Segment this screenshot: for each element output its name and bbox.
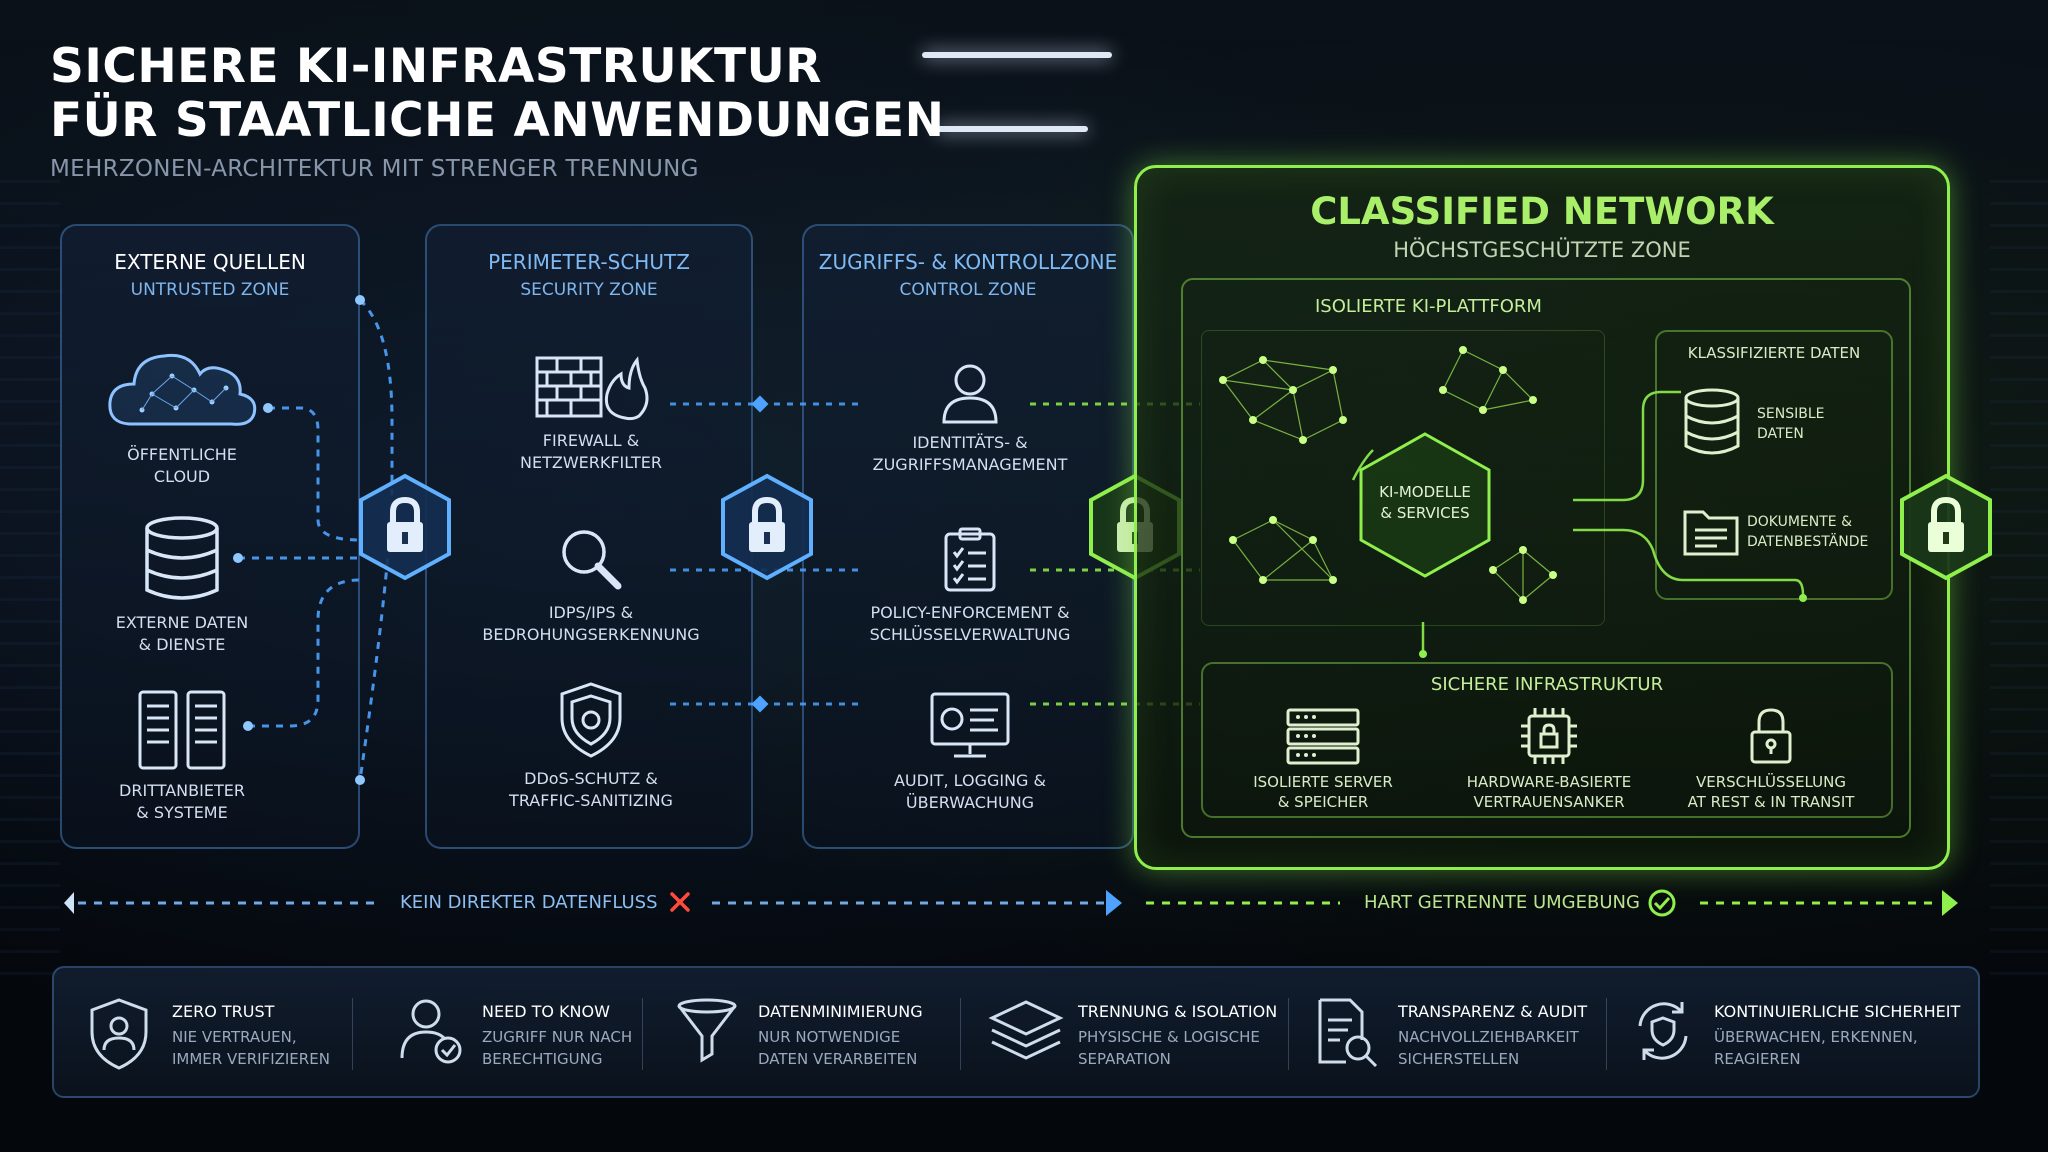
user-icon (942, 364, 998, 424)
zone-subtitle: SECURITY ZONE (520, 280, 658, 300)
lock-hex-classified (1896, 472, 1996, 582)
node-idps: IDPS/IPS & BEDROHUNGSERKENNUNG (461, 526, 721, 646)
node-firewall: FIREWALL & NETZWERKFILTER (461, 354, 721, 474)
infra-item-servers: ISOLIERTE SERVER & SPEICHER (1223, 706, 1423, 812)
page-subtitle: MEHRZONEN-ARCHITEKTUR MIT STRENGER TRENN… (50, 156, 699, 182)
funnel-icon (677, 998, 737, 1063)
lock-icon (1750, 708, 1792, 764)
server-rack-right (1990, 180, 2048, 980)
divider (1288, 998, 1289, 1070)
node-public-cloud: ÖFFENTLICHE CLOUD (82, 336, 282, 488)
divider (352, 998, 353, 1070)
zone-subtitle: UNTRUSTED ZONE (130, 280, 290, 300)
node-third-party: DRITTANBIETER & SYSTEME (82, 688, 282, 824)
divider (642, 998, 643, 1070)
flow-label-no-direct: KEIN DIREKTER DATENFLUSS (400, 892, 658, 913)
arrow-right-icon (1942, 890, 1958, 916)
neural-network-graphic (1219, 346, 1807, 658)
ceiling-light (922, 52, 1112, 58)
hexagon-core-icon (1359, 432, 1491, 578)
lock-icon (1900, 473, 1992, 581)
chip-lock-icon (1521, 708, 1577, 764)
arrow-right-icon (1106, 890, 1122, 916)
server-icon (138, 690, 226, 770)
lock-icon (359, 473, 451, 581)
principle-separation: TRENNUNG & ISOLATION PHYSISCHE & LOGISCH… (988, 968, 1288, 1100)
node-audit: AUDIT, LOGGING & ÜBERWACHUNG (840, 690, 1100, 814)
layers-icon (988, 1000, 1064, 1060)
infra-item-trust-anchor: HARDWARE-BASIERTE VERTRAUENSANKER (1449, 706, 1649, 812)
server-rack-icon (1286, 708, 1360, 765)
ceiling-light (936, 126, 1088, 132)
infra-box-title: SICHERE INFRASTRUKTUR (1430, 674, 1664, 695)
zone-title: CLASSIFIED NETWORK (1310, 190, 1774, 233)
zone-control: ZUGRIFFS- & KONTROLLZONE CONTROL ZONE ID… (802, 224, 1134, 849)
check-circle-icon (1648, 889, 1676, 917)
divider (960, 998, 961, 1070)
magnifier-icon (562, 530, 622, 590)
node-policy: POLICY-ENFORCEMENT & SCHLÜSSELVERWALTUNG (840, 526, 1100, 646)
folder-icon (1683, 510, 1739, 556)
firewall-icon (535, 356, 649, 421)
node-ddos: DDoS-SCHUTZ & TRAFFIC-SANITIZING (461, 680, 721, 812)
server-rack-left (0, 180, 60, 980)
zone-subtitle: CONTROL ZONE (899, 280, 1037, 300)
platform-title: ISOLIERTE KI-PLATTFORM (1315, 296, 1542, 317)
node-identity: IDENTITÄTS- & ZUGRIFFSMANAGEMENT (840, 360, 1100, 476)
principle-continuous-security: KONTINUIERLICHE SICHERHEIT ÜBERWACHEN, E… (1630, 968, 1960, 1100)
data-item-documents-label: DOKUMENTE & DATENBESTÄNDE (1747, 514, 1869, 550)
lock-icon (721, 473, 813, 581)
database-icon (1684, 388, 1740, 455)
lock-hex-perimeter (717, 472, 817, 582)
shield-user-icon (90, 998, 148, 1070)
principle-zero-trust: ZERO TRUST NIE VERTRAUEN,IMMER VERIFIZIE… (86, 968, 376, 1100)
classified-data-box: KLASSIFIZIERTE DATEN SENSIBLE DATEN DOKU… (1655, 330, 1893, 600)
data-box-title: KLASSIFIZIERTE DATEN (1687, 344, 1861, 362)
page-title: SICHERE KI-INFRASTRUKTUR FÜR STAATLICHE … (50, 39, 945, 148)
principles-bar: ZERO TRUST NIE VERTRAUEN,IMMER VERIFIZIE… (52, 966, 1980, 1098)
data-item-sensitive (1681, 388, 1743, 462)
flow-label-separated: HART GETRENNTE UMGEBUNG (1364, 892, 1640, 913)
arrow-left-icon (64, 892, 74, 914)
zone-title: ZUGRIFFS- & KONTROLLZONE (818, 250, 1118, 274)
data-item-documents (1681, 502, 1741, 562)
divider (1606, 998, 1607, 1070)
monitor-icon (930, 692, 1010, 758)
secure-infra-box: SICHERE INFRASTRUKTUR ISOLIERTE SERVER &… (1201, 662, 1893, 818)
node-external-data: EXTERNE DATEN & DIENSTE (82, 514, 282, 656)
zone-external: EXTERNE QUELLEN UNTRUSTED ZONE ÖFFENTLIC… (60, 224, 360, 849)
lock-hex-external (355, 472, 455, 582)
clipboard-icon (944, 527, 996, 592)
platform-box: ISOLIERTE KI-PLATTFORM (1181, 278, 1911, 838)
zone-classified: CLASSIFIED NETWORK HÖCHSTGESCHÜTZTE ZONE… (1134, 165, 1950, 870)
document-search-icon (1318, 998, 1378, 1068)
neural-area (1201, 330, 1605, 626)
ki-models-core: KI-MODELLE & SERVICES (1355, 430, 1495, 580)
refresh-shield-icon (1638, 1002, 1688, 1060)
infra-item-encryption: VERSCHLÜSSELUNG AT REST & IN TRANSIT (1671, 706, 1871, 812)
blocked-x-icon (670, 892, 690, 912)
data-item-sensitive-label: SENSIBLE DATEN (1757, 406, 1825, 442)
zone-perimeter: PERIMETER-SCHUTZ SECURITY ZONE FIREWALL … (425, 224, 753, 849)
zone-title: PERIMETER-SCHUTZ (488, 250, 690, 274)
database-icon (145, 516, 219, 600)
zone-subtitle: HÖCHSTGESCHÜTZTE ZONE (1393, 238, 1691, 262)
cloud-icon (108, 353, 257, 426)
shield-icon (560, 682, 622, 758)
zone-title: EXTERNE QUELLEN (114, 250, 306, 274)
user-check-icon (400, 999, 462, 1064)
